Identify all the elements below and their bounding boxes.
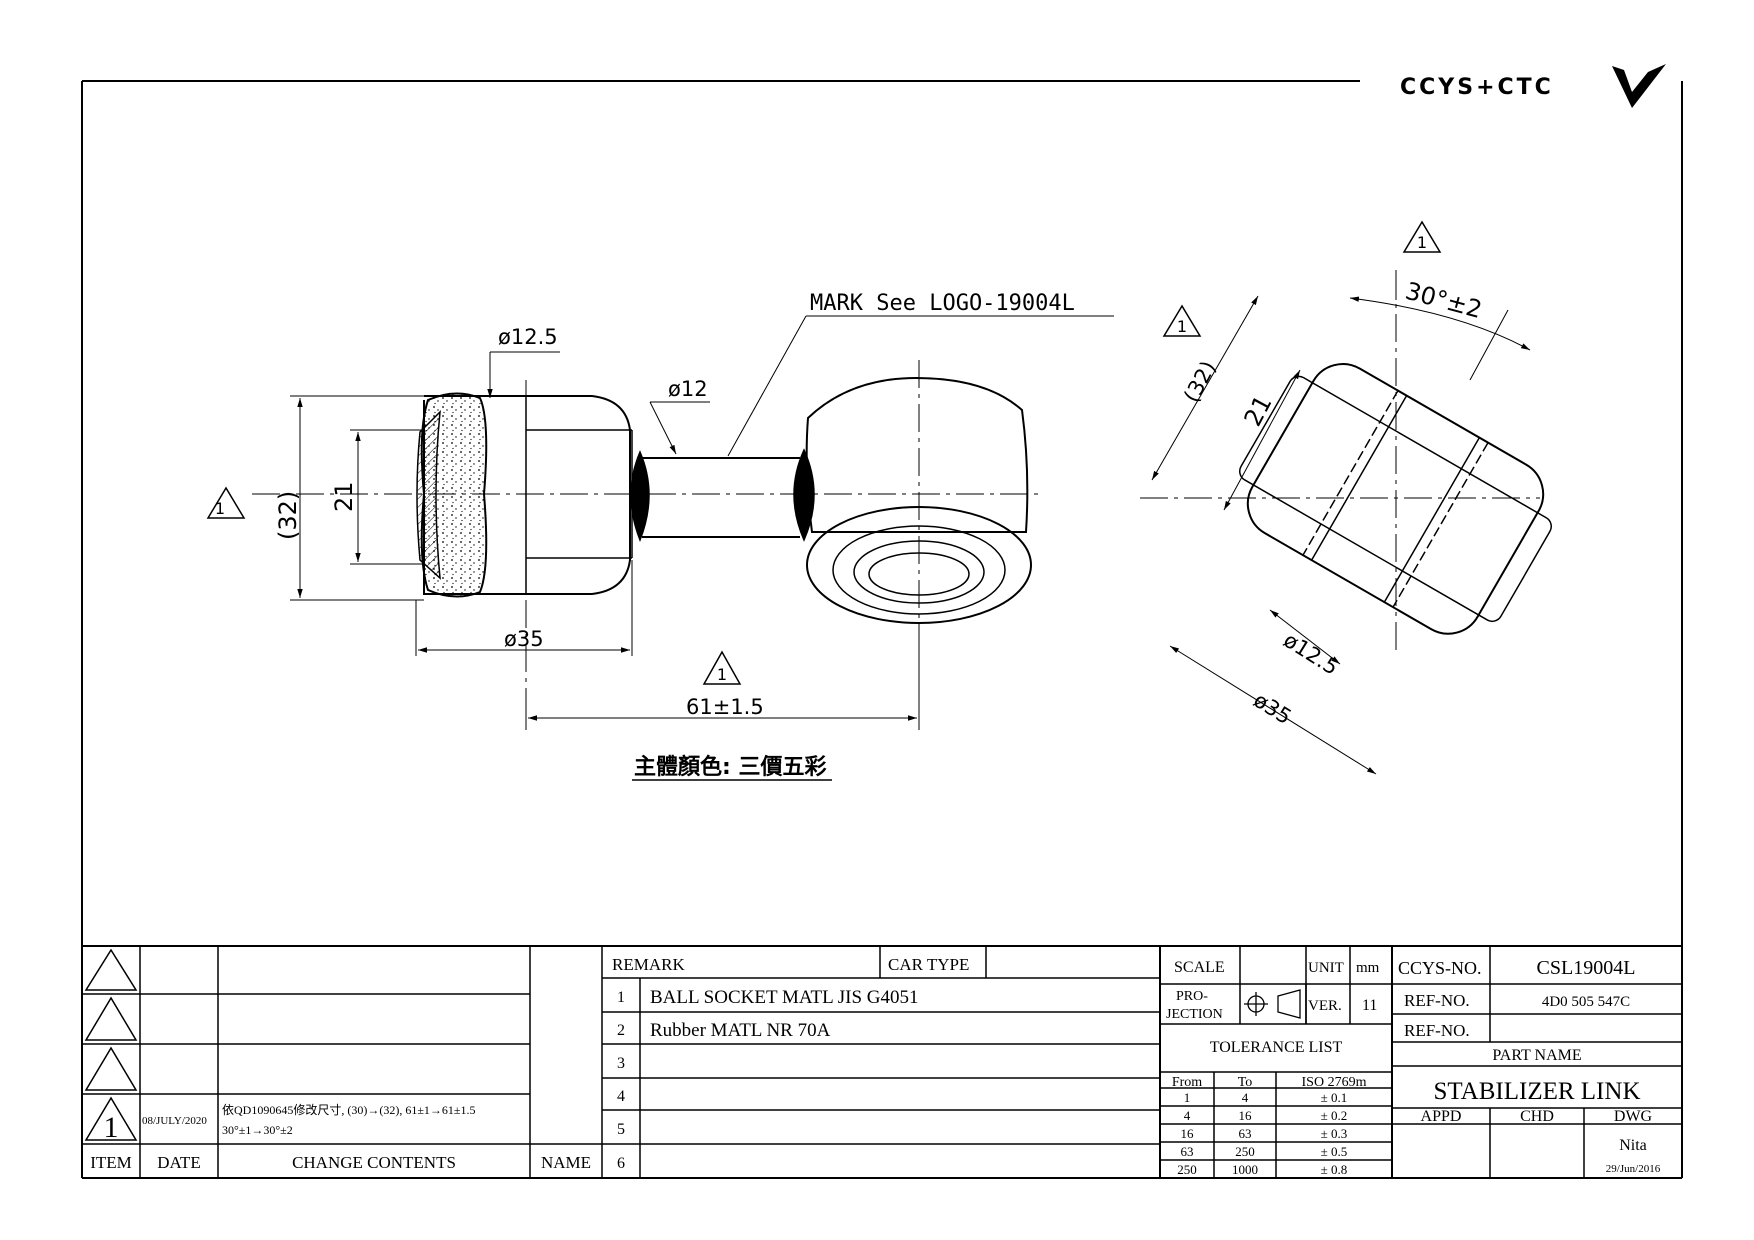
rev-row-4-change-2: 30°±1→30°±2 [222,1123,293,1137]
tol-value-3: ± 0.3 [1321,1126,1348,1141]
revision-table-triangles [84,948,138,1141]
dwg-name: Nita [1619,1137,1647,1154]
tol-to-4: 250 [1235,1144,1255,1159]
brand-logo: CCYS+CTC [1400,64,1666,108]
dim-side-32: (32) [1179,357,1220,406]
remark-label: REMARK [612,955,685,974]
tol-header-iso: ISO 2769m [1302,1075,1367,1090]
tol-to-1: 4 [1242,1090,1249,1105]
tol-from-4: 63 [1181,1144,1194,1159]
dim-side-21: 21 [1239,391,1278,431]
tol-to-2: 16 [1239,1108,1253,1123]
header-name: NAME [541,1153,591,1172]
side-view [1140,270,1552,650]
rev-mark-4: 1 [1177,317,1187,336]
tol-value-1: ± 0.1 [1321,1090,1348,1105]
tol-header-to: To [1238,1075,1253,1090]
dim-side-35: ø35 [1249,688,1295,729]
drawing-text: MARK See LOGO-19004L ø12.5 ø12 (32) 21 ø… [215,233,1485,780]
remark-text-1: BALL SOCKET MATL JIS G4051 [650,987,918,1008]
scale-label: SCALE [1174,959,1225,976]
tol-from-1: 1 [1184,1090,1191,1105]
tol-value-5: ± 0.8 [1321,1162,1348,1177]
car-type-label: CAR TYPE [888,955,969,974]
dim-length-61: 61±1.5 [686,695,764,719]
logo-text: CCYS+CTC [1400,75,1554,100]
revision-table: ITEM DATE CHANGE CONTENTS NAME 1 08/JULY… [90,1102,591,1172]
remark-no-4: 4 [617,1088,625,1105]
tol-from-5: 250 [1177,1162,1197,1177]
tol-value-4: ± 0.5 [1321,1144,1348,1159]
dim-height-21: 21 [330,481,358,512]
remark-no-5: 5 [617,1121,625,1138]
dim-side-12-5: ø12.5 [1279,628,1342,680]
remark-no-2: 2 [617,1022,625,1039]
color-note: 主體顏色: 三價五彩 [634,754,826,780]
unit-value: mm [1356,960,1380,976]
logo-mark-icon [1612,64,1666,108]
ref-no-label-2: REF-NO. [1404,1021,1470,1040]
dim-dia-35: ø35 [504,627,544,651]
tol-value-2: ± 0.2 [1321,1108,1348,1123]
remark-no-3: 3 [617,1055,625,1072]
side-dimensions [1151,270,1531,775]
dwg-date: 29/Jun/2016 [1606,1163,1661,1175]
header-item: ITEM [90,1153,132,1172]
projection-symbol-icon [1244,989,1301,1019]
dim-height-32: (32) [274,491,302,540]
remark-no-6: 6 [617,1155,625,1172]
rev-row-4-change: 依QD1090645修改尺寸, (30)→(32), 61±1→61±1.5 [222,1102,476,1117]
mark-note: MARK See LOGO-19004L [810,291,1075,316]
ver-value: 11 [1362,997,1377,1014]
frame [81,80,1683,1179]
revision-triangles [206,220,1442,685]
dim-dia-12-5: ø12.5 [498,325,558,349]
title-block-lines [82,945,1682,1178]
ref-no-label-1: REF-NO. [1404,991,1470,1010]
part-name-value: STABILIZER LINK [1434,1078,1641,1105]
appd-label: APPD [1421,1108,1462,1125]
remarks: REMARK CAR TYPE 1 BALL SOCKET MATL JIS G… [612,955,969,1172]
ccys-no-label: CCYS-NO. [1398,958,1482,978]
dim-angle: 30°±2 [1402,277,1485,324]
rev-row-4-date: 08/JULY/2020 [142,1115,207,1127]
dim-dia-12: ø12 [668,377,708,401]
tol-from-2: 4 [1184,1108,1191,1123]
projection-label-2: JECTION [1166,1007,1223,1022]
part-name-label: PART NAME [1492,1047,1581,1064]
front-view [252,360,1042,710]
scale-tolerance-block: SCALE UNIT mm PRO- JECTION VER. 11 TOLER… [1166,959,1380,1177]
tol-header-from: From [1172,1075,1202,1090]
tol-to-5: 1000 [1232,1162,1258,1177]
tol-from-3: 16 [1181,1126,1195,1141]
dwg-label: DWG [1614,1108,1653,1125]
unit-label: UNIT [1308,960,1344,976]
ccys-no-value: CSL19004L [1537,957,1636,979]
rev-mark-3: 1 [1417,233,1427,252]
front-dimensions [290,315,1114,781]
header-change: CHANGE CONTENTS [292,1153,456,1172]
ref-no-value-1: 4D0 505 547C [1542,994,1630,1010]
rev-mark-2: 1 [717,665,727,684]
header-date: DATE [157,1153,200,1172]
rev-mark-1: 1 [215,499,225,518]
projection-label-1: PRO- [1176,989,1208,1004]
remark-text-2: Rubber MATL NR 70A [650,1020,831,1041]
part-info-block: CCYS-NO. CSL19004L REF-NO. 4D0 505 547C … [1398,957,1661,1175]
tolerance-title: TOLERANCE LIST [1210,1039,1343,1056]
remark-no-1: 1 [617,989,625,1006]
tol-to-3: 63 [1239,1126,1252,1141]
rev-row-4-item: 1 [104,1111,119,1144]
ver-label: VER. [1308,998,1342,1014]
chd-label: CHD [1520,1108,1554,1125]
